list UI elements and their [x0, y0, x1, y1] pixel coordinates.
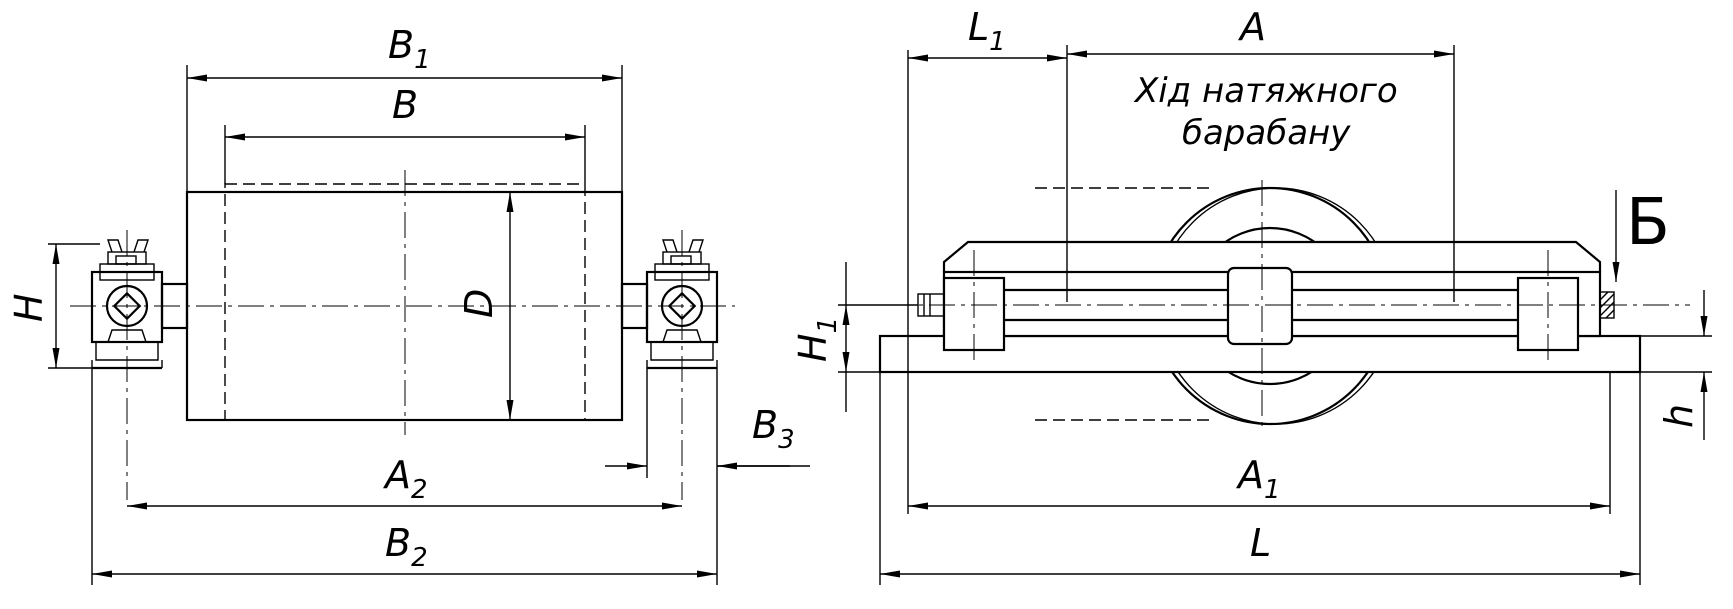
- note-line-2: барабану: [1182, 113, 1351, 153]
- left-view: B1 B D H A2 B2 B3: [7, 23, 810, 585]
- label-B: B: [392, 83, 418, 127]
- label-A2: A2: [382, 453, 428, 505]
- left-extension-lines: [48, 65, 718, 585]
- label-L1: L1: [968, 5, 1006, 57]
- label-A: A: [1237, 5, 1266, 49]
- right-view: L1 A Хід натяжного барабану H1 h A1 L Б: [791, 5, 1712, 585]
- label-D: D: [457, 289, 501, 318]
- label-H1: H1: [791, 317, 843, 362]
- label-L: L: [1250, 521, 1271, 565]
- label-B1: B1: [388, 23, 431, 75]
- label-B3: B3: [752, 403, 795, 455]
- label-B2: B2: [385, 521, 428, 573]
- note-line-1: Хід натяжного: [1133, 71, 1398, 111]
- hatched-stop: [1599, 291, 1615, 319]
- label-A1: A1: [1235, 453, 1281, 505]
- frame-top: [942, 240, 1602, 272]
- right-extension-lines: [838, 45, 1712, 585]
- label-H: H: [7, 293, 51, 322]
- label-h: h: [1657, 404, 1701, 428]
- sliding-carriage: [1226, 266, 1294, 346]
- view-letter: Б: [1626, 186, 1670, 260]
